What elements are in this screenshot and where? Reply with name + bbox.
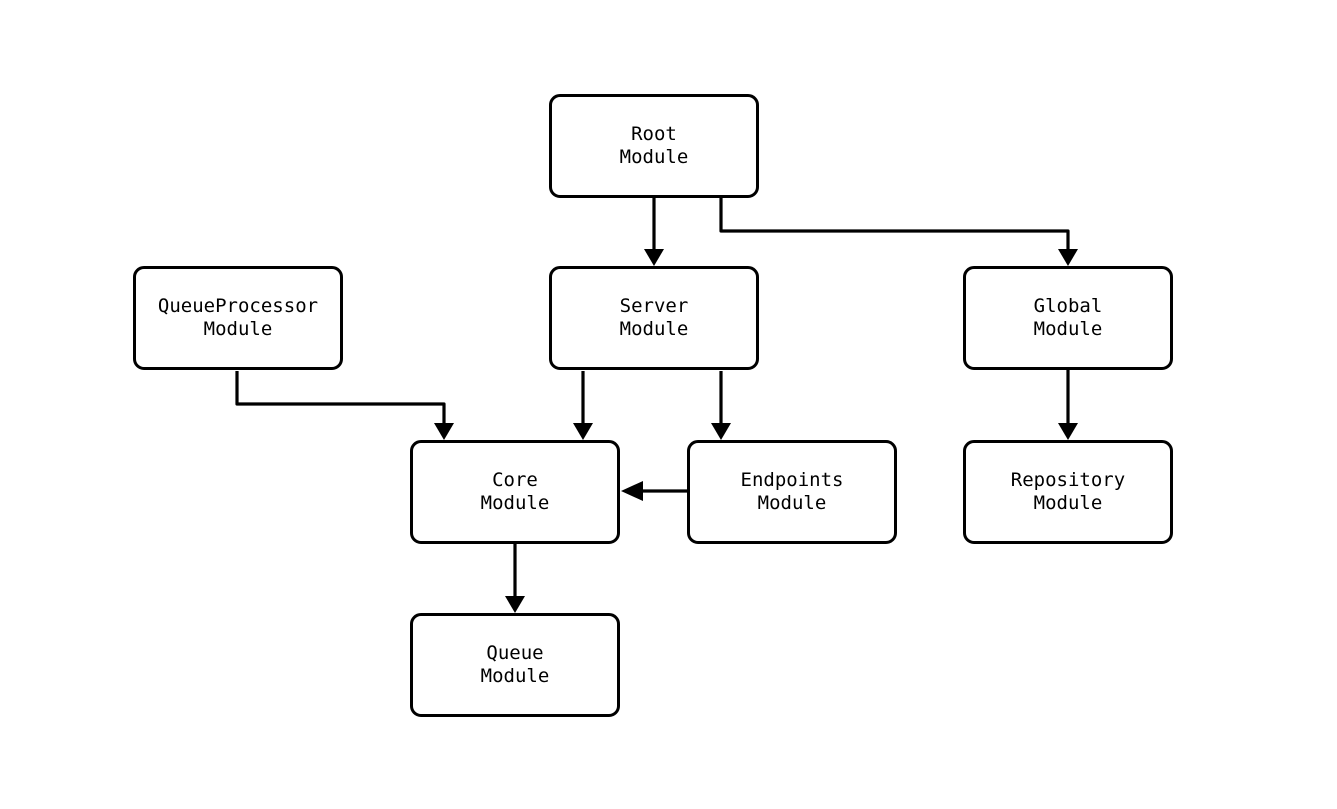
- node-queue-module-label: Queue Module: [480, 642, 550, 687]
- node-queueprocessor-module-label: QueueProcessor Module: [157, 295, 319, 340]
- node-root-module-label: Root Module: [619, 123, 689, 168]
- node-core-module-label: Core Module: [480, 469, 550, 514]
- node-server-module-label: Server Module: [619, 295, 689, 340]
- node-global-module-label: Global Module: [1033, 295, 1103, 340]
- node-queueprocessor-module[interactable]: QueueProcessor Module: [133, 266, 343, 370]
- node-endpoints-module[interactable]: Endpoints Module: [687, 440, 897, 544]
- edge-global-to-repository: [1058, 370, 1078, 440]
- node-repository-module[interactable]: Repository Module: [963, 440, 1173, 544]
- node-server-module[interactable]: Server Module: [549, 266, 759, 370]
- edge-root-to-server: [644, 198, 664, 266]
- edge-server-to-core: [573, 371, 593, 440]
- node-root-module[interactable]: Root Module: [549, 94, 759, 198]
- edge-endpoints-to-core: [621, 481, 687, 501]
- node-repository-module-label: Repository Module: [1010, 469, 1126, 514]
- node-queue-module[interactable]: Queue Module: [410, 613, 620, 717]
- edge-server-to-endpoints: [711, 371, 731, 440]
- node-endpoints-module-label: Endpoints Module: [740, 469, 844, 514]
- node-global-module[interactable]: Global Module: [963, 266, 1173, 370]
- edge-root-to-global: [719, 198, 1078, 266]
- node-core-module[interactable]: Core Module: [410, 440, 620, 544]
- edge-queueprocessor-to-core: [235, 371, 454, 440]
- edge-core-to-queue: [505, 544, 525, 613]
